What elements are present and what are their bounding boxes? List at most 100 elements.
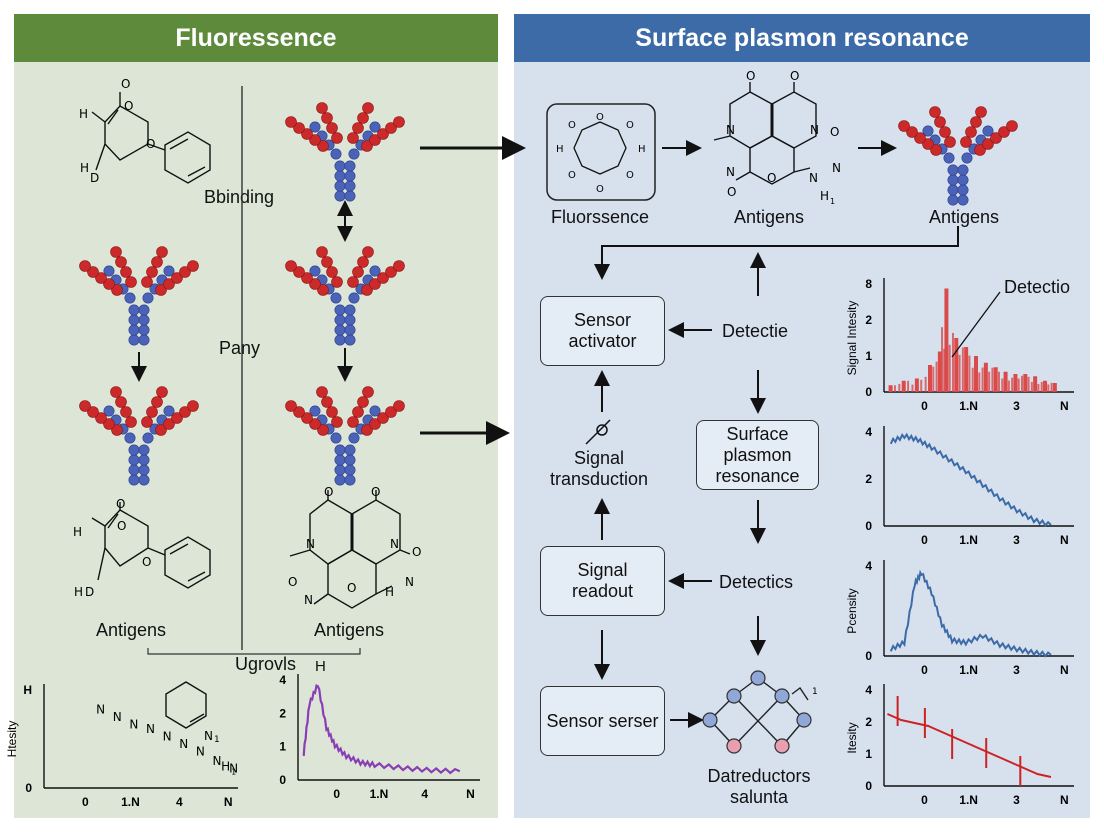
molecule-b bbox=[91, 502, 211, 589]
atom-d: D bbox=[90, 171, 99, 185]
bar bbox=[971, 367, 974, 392]
bar bbox=[988, 371, 991, 392]
x-tick-label: 3 bbox=[1013, 533, 1020, 547]
bar bbox=[981, 367, 984, 392]
y-tick-label: 2 bbox=[865, 715, 872, 729]
bar bbox=[914, 378, 919, 392]
antigens-label-1: Antigens bbox=[734, 207, 805, 227]
ring-atoms: O O O H H O O O bbox=[556, 112, 646, 195]
bar bbox=[1017, 378, 1020, 392]
bar bbox=[944, 288, 949, 392]
bar bbox=[932, 366, 935, 392]
spr-header: Surface plasmon resonance bbox=[514, 14, 1090, 62]
y-tick-label: 0 bbox=[865, 385, 872, 399]
bar bbox=[935, 361, 938, 392]
antibody-icon bbox=[285, 102, 405, 202]
x-tick-label: 0 bbox=[921, 533, 928, 547]
fused-molecule bbox=[713, 82, 817, 185]
atom-n: N bbox=[405, 575, 414, 589]
y-tick-label: 4 bbox=[865, 425, 872, 439]
h-label: H bbox=[315, 658, 326, 675]
atom-o: O bbox=[117, 519, 126, 533]
atom-d: D bbox=[85, 585, 94, 599]
bracket bbox=[147, 648, 361, 655]
binding-label: Bbinding bbox=[204, 187, 275, 207]
bar bbox=[943, 348, 946, 392]
y-tick-label: 1 bbox=[279, 740, 286, 754]
bar bbox=[928, 365, 932, 392]
data-marker: N bbox=[113, 710, 122, 724]
network-node bbox=[774, 738, 790, 754]
atom-subscript: 1 bbox=[214, 735, 220, 745]
antigens-label-b: Antigens bbox=[314, 620, 385, 640]
bar bbox=[1030, 381, 1033, 392]
y-axis-label: Itesity bbox=[845, 722, 859, 753]
bar bbox=[991, 367, 994, 392]
bar bbox=[1007, 380, 1010, 392]
bar bbox=[901, 380, 906, 392]
y-axis-label: Signal Intesity bbox=[845, 301, 859, 376]
x-tick-label: N bbox=[1060, 663, 1069, 677]
x-tick-label: 3 bbox=[1013, 663, 1020, 677]
atom-o: O bbox=[790, 69, 799, 83]
x-tick-label: 1.N bbox=[959, 663, 978, 677]
small-molecule bbox=[165, 681, 207, 729]
y-tick-label: 0 bbox=[865, 649, 872, 663]
arrow-antigens-to-activator bbox=[594, 226, 959, 280]
atom-o: O bbox=[767, 171, 776, 185]
series-line bbox=[889, 569, 1052, 658]
network-diagram: 1 bbox=[702, 670, 818, 754]
y-tick-label: 1 bbox=[865, 747, 872, 761]
atom-h: H bbox=[385, 585, 394, 599]
detectio-label: Detectio bbox=[1004, 277, 1071, 297]
ring-molecule bbox=[573, 121, 627, 175]
x-tick-label: 0 bbox=[921, 399, 928, 413]
y-tick-label: 8 bbox=[865, 277, 872, 291]
atom-o: O bbox=[116, 497, 125, 511]
bar bbox=[964, 347, 969, 392]
y-tick-label: 4 bbox=[865, 559, 872, 573]
x-tick-label: 4 bbox=[176, 795, 183, 809]
bar bbox=[1052, 383, 1057, 392]
atom-h: H bbox=[79, 107, 88, 121]
data-marker: N bbox=[179, 737, 188, 751]
data-marker: N bbox=[146, 722, 155, 736]
molecule-a-atoms: O H O O H D bbox=[79, 77, 155, 185]
atom-o: O bbox=[288, 575, 297, 589]
data-marker: N bbox=[213, 754, 222, 768]
ugrovls-label: Ugrovls bbox=[235, 654, 297, 674]
bar bbox=[1050, 382, 1053, 392]
x-tick-label: 1.N bbox=[959, 533, 978, 547]
network-node bbox=[796, 712, 812, 728]
network-node bbox=[726, 738, 742, 754]
signal-readout-box: Signal readout bbox=[540, 546, 665, 616]
transduction-icon bbox=[585, 419, 611, 445]
bar bbox=[924, 376, 927, 392]
bar bbox=[958, 354, 961, 392]
detectics-label: Detectics bbox=[719, 572, 794, 592]
x-tick-label: N bbox=[1060, 533, 1069, 547]
atom-o: O bbox=[626, 120, 634, 131]
fluorssence-label: Fluorssence bbox=[551, 207, 650, 227]
spr-panel: Surface plasmon resonance bbox=[514, 14, 1090, 818]
bar bbox=[948, 344, 951, 392]
y-tick-label: 0 bbox=[865, 779, 872, 793]
detectie-label: Detectie bbox=[722, 321, 789, 341]
x-tick-label: 0 bbox=[82, 795, 89, 809]
x-tick-label: 1.N bbox=[959, 399, 978, 413]
x-tick-label: N bbox=[466, 787, 475, 801]
series-line bbox=[889, 432, 1052, 528]
bar bbox=[1047, 384, 1050, 392]
antigens-label-2: Antigens bbox=[929, 207, 1000, 227]
bar bbox=[920, 379, 923, 392]
data-marker: N bbox=[96, 703, 105, 717]
x-tick-label: 3 bbox=[1013, 793, 1020, 807]
bar bbox=[1037, 383, 1040, 392]
ring-molecule-frame bbox=[546, 103, 656, 201]
atom-h: H bbox=[820, 189, 829, 203]
y-tick-label: 0 bbox=[279, 773, 286, 787]
bar bbox=[952, 332, 954, 392]
bar bbox=[1013, 374, 1018, 392]
